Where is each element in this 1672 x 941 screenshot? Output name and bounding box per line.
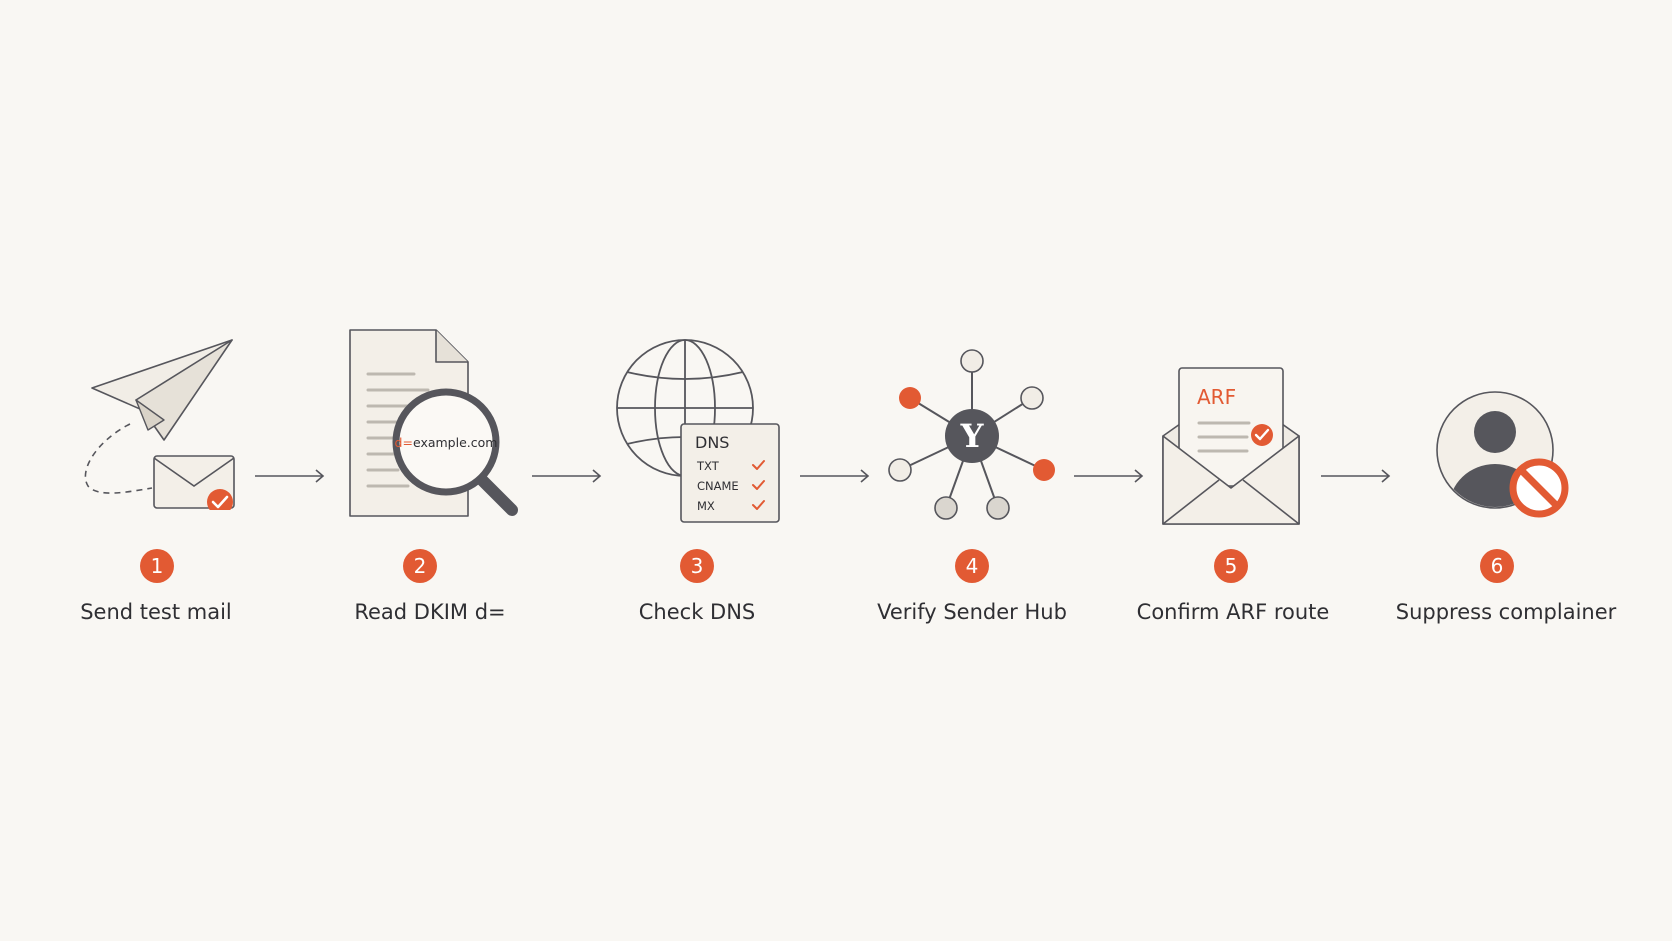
step-number-badge: 5 <box>1214 549 1248 583</box>
step-number-badge: 2 <box>403 549 437 583</box>
lens-text-prefix: d= <box>395 435 413 450</box>
arrow-right-icon <box>800 466 872 490</box>
lens-text-domain: example.com <box>413 435 497 450</box>
user-blocked-icon <box>1435 390 1575 520</box>
arrow-right-icon <box>532 466 604 490</box>
globe-dns-icon: DNS TXT CNAME MX <box>613 336 783 526</box>
paper-plane-envelope-icon <box>78 320 238 510</box>
dns-record: CNAME <box>697 479 739 493</box>
dns-record: MX <box>697 499 715 513</box>
step-number-badge: 1 <box>140 549 174 583</box>
step-label: Suppress complainer <box>1395 600 1617 624</box>
step-label: Send test mail <box>80 600 232 624</box>
step-label: Verify Sender Hub <box>877 600 1067 624</box>
step-label: Check DNS <box>638 600 756 624</box>
hub-network-icon: Y <box>886 346 1056 524</box>
dns-card-title: DNS <box>695 433 729 452</box>
letter-title: ARF <box>1197 385 1236 409</box>
dns-record: TXT <box>696 459 720 473</box>
step-number-badge: 6 <box>1480 549 1514 583</box>
svg-text:d=example.com: d=example.com <box>395 435 498 450</box>
arf-envelope-icon: ARF <box>1161 366 1301 528</box>
hub-letter: Y <box>960 417 985 455</box>
step-label: Read DKIM d= <box>354 600 506 624</box>
arrow-right-icon <box>1074 466 1146 490</box>
arrow-right-icon <box>1321 466 1393 490</box>
step-number-badge: 3 <box>680 549 714 583</box>
arrow-right-icon <box>255 466 327 490</box>
document-magnifier-icon: d=example.com <box>348 328 528 526</box>
step-number-badge: 4 <box>955 549 989 583</box>
step-label: Confirm ARF route <box>1136 600 1330 624</box>
